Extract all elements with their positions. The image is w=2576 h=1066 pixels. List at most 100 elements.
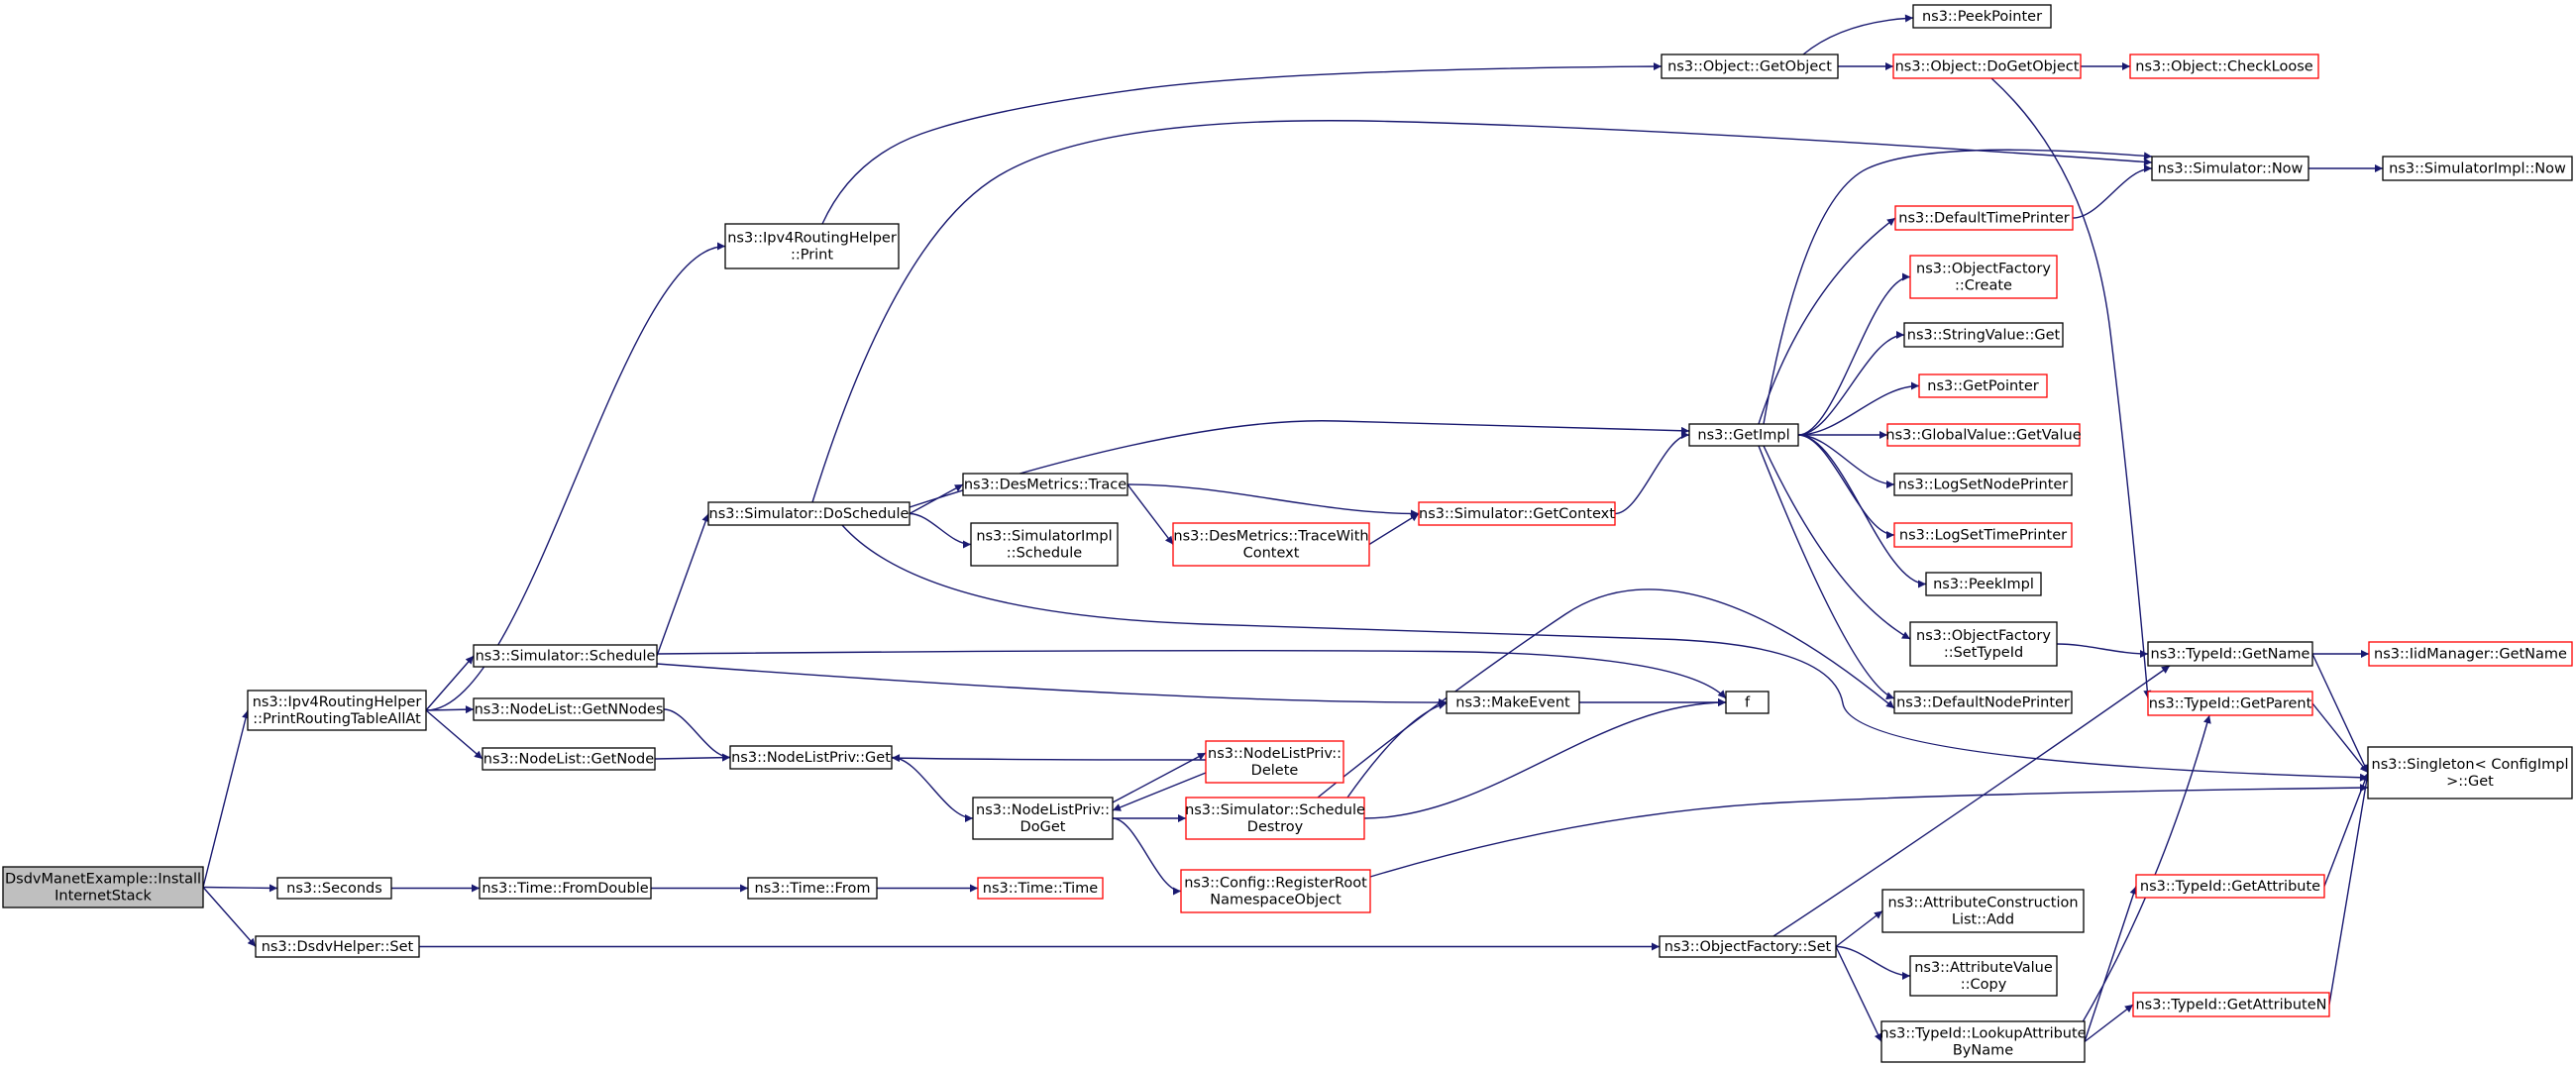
node-label: ns3::TypeId::LookupAttribute bbox=[1879, 1026, 2086, 1042]
node-typeIdGetAttribute[interactable]: ns3::TypeId::GetAttribute bbox=[2135, 874, 2325, 899]
node-label: ns3::Simulator::Now bbox=[2158, 161, 2304, 177]
node-label: ByName bbox=[1953, 1043, 2013, 1059]
node-box bbox=[747, 877, 878, 900]
node-label: DoGet bbox=[1020, 819, 1066, 835]
node-box bbox=[1172, 522, 1370, 567]
node-ofCreate[interactable]: ns3::ObjectFactory::Create bbox=[1909, 255, 2058, 299]
node-box bbox=[255, 935, 420, 958]
edge-getImpl-to-defaultNodePrinter bbox=[1758, 445, 1895, 700]
node-getContext[interactable]: ns3::Simulator::GetContext bbox=[1418, 501, 1616, 526]
node-doSchedule[interactable]: ns3::Simulator::DoSchedule bbox=[707, 501, 911, 526]
node-box bbox=[2367, 746, 2573, 800]
node-simSchedule[interactable]: ns3::Simulator::Schedule bbox=[473, 644, 658, 668]
node-printAllAt[interactable]: ns3::Ipv4RoutingHelper::PrintRoutingTabl… bbox=[247, 690, 427, 731]
node-label: ns3::LogSetTimePrinter bbox=[1899, 528, 2067, 544]
node-typeIdGetName[interactable]: ns3::TypeId::GetName bbox=[2147, 641, 2313, 667]
node-box bbox=[2382, 156, 2573, 181]
edge-getImpl-to-peekImpl bbox=[1797, 434, 1927, 588]
node-defaultTimePrinter[interactable]: ns3::DefaultTimePrinter bbox=[1894, 205, 2074, 231]
node-label: ns3::GlobalValue::GetValue bbox=[1885, 428, 2081, 444]
node-getImpl[interactable]: ns3::GetImpl bbox=[1688, 423, 1799, 447]
node-label: ns3::GetPointer bbox=[1927, 378, 2039, 394]
node-ofSetTypeId[interactable]: ns3::ObjectFactory::SetTypeId bbox=[1909, 621, 2058, 667]
node-simImplNow[interactable]: ns3::SimulatorImpl::Now bbox=[2382, 156, 2573, 181]
node-label: ns3::PeekImpl bbox=[1933, 577, 2034, 592]
node-getNNodes[interactable]: ns3::NodeList::GetNNodes bbox=[473, 697, 665, 721]
edge-doSchedule-to-simImplSchedule bbox=[909, 512, 972, 549]
node-avCopy[interactable]: ns3::AttributeValue::Copy bbox=[1909, 955, 2058, 997]
node-box bbox=[473, 644, 658, 668]
node-box bbox=[729, 745, 893, 770]
node-logSetTimePrinter[interactable]: ns3::LogSetTimePrinter bbox=[1893, 522, 2073, 548]
node-simImplSchedule[interactable]: ns3::SimulatorImpl::Schedule bbox=[970, 522, 1119, 567]
edge-objFactorySet-to-typeIdGetName bbox=[1772, 665, 2171, 937]
node-typeIdGetAttributeN[interactable]: ns3::TypeId::GetAttributeN bbox=[2132, 992, 2330, 1017]
node-globalValueGet[interactable]: ns3::GlobalValue::GetValue bbox=[1885, 423, 2082, 447]
node-iidGetName[interactable]: ns3::IidManager::GetName bbox=[2368, 641, 2573, 667]
node-f[interactable]: f bbox=[1725, 691, 1770, 714]
edge-getImpl-to-logSetTimePrinter bbox=[1797, 434, 1895, 539]
node-typeIdGetParent[interactable]: ns3::TypeId::GetParent bbox=[2147, 691, 2313, 716]
node-stringValueGet[interactable]: ns3::StringValue::Get bbox=[1903, 322, 2064, 348]
edge-lookupAttr-to-typeIdGetAttribute bbox=[2084, 886, 2138, 1042]
node-label: ns3::GetImpl bbox=[1697, 428, 1789, 444]
node-nlpDoGet[interactable]: ns3::NodeListPriv::DoGet bbox=[972, 797, 1114, 840]
node-print[interactable]: ns3::Ipv4RoutingHelper::Print bbox=[724, 223, 900, 269]
node-peekPointer[interactable]: ns3::PeekPointer bbox=[1912, 4, 2052, 29]
node-label: ns3::TypeId::GetParent bbox=[2149, 696, 2312, 712]
edge-scheduleDestroy-to-defaultNodePrinter bbox=[1317, 588, 1895, 799]
node-peekImpl[interactable]: ns3::PeekImpl bbox=[1925, 572, 2042, 596]
node-doGetObject[interactable]: ns3::Object::DoGetObject bbox=[1892, 53, 2082, 79]
node-defaultNodePrinter[interactable]: ns3::DefaultNodePrinter bbox=[1893, 691, 2073, 714]
node-checkLoose[interactable]: ns3::Object::CheckLoose bbox=[2129, 53, 2319, 79]
node-dsdvSet[interactable]: ns3::DsdvHelper::Set bbox=[255, 935, 420, 958]
node-nlpDelete[interactable]: ns3::NodeListPriv::Delete bbox=[1205, 740, 1344, 784]
node-desTrace[interactable]: ns3::DesMetrics::Trace bbox=[962, 473, 1128, 496]
node-label: ns3::DesMetrics::TraceWith bbox=[1173, 529, 1368, 545]
node-getObject[interactable]: ns3::Object::GetObject bbox=[1661, 53, 1839, 79]
node-timeTime[interactable]: ns3::Time::Time bbox=[977, 877, 1104, 900]
edge-doGetObject-to-typeIdGetParent bbox=[1990, 77, 2152, 699]
edge-simSchedule-to-doSchedule bbox=[656, 513, 710, 657]
node-label: ::Copy bbox=[1961, 977, 2007, 993]
node-objFactorySet[interactable]: ns3::ObjectFactory::Set bbox=[1659, 935, 1837, 958]
node-logSetNodePrinter[interactable]: ns3::LogSetNodePrinter bbox=[1893, 473, 2073, 496]
edge-print-to-getObject bbox=[821, 62, 1663, 225]
node-box bbox=[1205, 740, 1344, 784]
node-label: ns3::SimulatorImpl bbox=[976, 529, 1112, 545]
node-box bbox=[1661, 53, 1839, 79]
node-getPointer[interactable]: ns3::GetPointer bbox=[1918, 373, 2048, 398]
node-singletonGet[interactable]: ns3::Singleton< ConfigImpl >::Get bbox=[2367, 746, 2573, 800]
node-box bbox=[1880, 1020, 2086, 1063]
node-label: ::Schedule bbox=[1007, 546, 1082, 562]
node-makeEvent[interactable]: ns3::MakeEvent bbox=[1446, 691, 1580, 714]
node-box bbox=[1909, 955, 2058, 997]
edge-getImpl-to-ofSetTypeId bbox=[1763, 445, 1911, 640]
node-box bbox=[473, 697, 665, 721]
node-label: ns3::Object::GetObject bbox=[1667, 59, 1832, 75]
node-label: DsdvManetExample::Install bbox=[5, 872, 201, 888]
edge-nlpDelete-to-nlpGet bbox=[891, 754, 1207, 763]
node-nlpGet[interactable]: ns3::NodeListPriv::Get bbox=[729, 745, 893, 770]
node-fromDouble[interactable]: ns3::Time::FromDouble bbox=[479, 877, 652, 900]
node-seconds[interactable]: ns3::Seconds bbox=[276, 877, 392, 900]
node-label: ns3::Time::FromDouble bbox=[482, 881, 648, 897]
edge-getNode-to-nlpGet bbox=[654, 753, 731, 762]
node-label: ns3::NodeListPriv::Get bbox=[731, 750, 891, 766]
node-box bbox=[1881, 889, 2085, 933]
node-label: ::Create bbox=[1955, 278, 2012, 294]
node-getNode[interactable]: ns3::NodeList::GetNode bbox=[482, 747, 656, 771]
edge-objFactorySet-to-lookupAttr bbox=[1835, 946, 1882, 1042]
node-timeFrom[interactable]: ns3::Time::From bbox=[747, 877, 878, 900]
edge-desTrace-to-getContext bbox=[1127, 483, 1420, 518]
edge-getImpl-to-defaultTimePrinter bbox=[1758, 217, 1896, 425]
node-label: ns3::NodeList::GetNNodes bbox=[475, 702, 664, 718]
node-box bbox=[1912, 4, 2052, 29]
node-simNow[interactable]: ns3::Simulator::Now bbox=[2151, 156, 2309, 181]
